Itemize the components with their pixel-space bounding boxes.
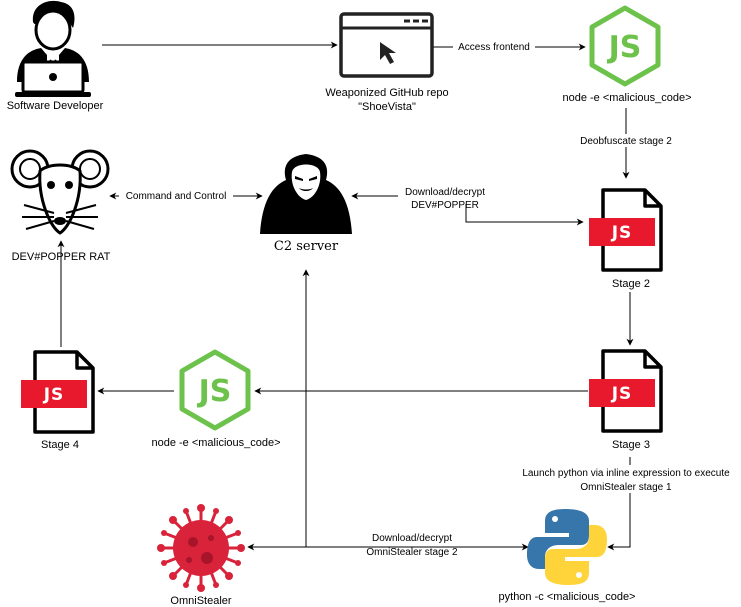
svg-text:JS: JS xyxy=(607,30,642,65)
repo-label-line1: Weaponized GitHub repo xyxy=(325,87,448,99)
rat-icon xyxy=(10,149,110,235)
developer-icon xyxy=(15,0,91,97)
c2-label: C2 server xyxy=(274,239,339,254)
js-file-icon-stage4: JS xyxy=(21,350,95,434)
edge-label-download-omni-2: OmniStealer stage 2 xyxy=(366,547,458,558)
svg-text:JS: JS xyxy=(611,223,633,243)
edge-label-download-popper-1: Download/decrypt xyxy=(405,187,485,198)
stage4-label: Stage 4 xyxy=(41,439,79,451)
js-file-icon-stage3: JS xyxy=(589,349,663,433)
browser-window-icon xyxy=(339,12,434,78)
nodejs-icon-top: JS xyxy=(592,8,658,84)
edge-label-cnc: Command and Control xyxy=(126,191,227,202)
node-mid-label: node -e <malicious_code> xyxy=(151,437,280,449)
edge-label-download-popper-2: DEV#POPPER xyxy=(411,200,479,211)
repo-label-line2: "ShoeVista" xyxy=(358,101,416,113)
stage3-label: Stage 3 xyxy=(612,439,650,451)
edge-label-download-omni-1: Download/decrypt xyxy=(372,533,452,544)
svg-text:JS: JS xyxy=(197,374,232,409)
omnistealer-label: OmniStealer xyxy=(170,595,231,607)
node-top-label: node -e <malicious_code> xyxy=(562,92,691,104)
virus-icon xyxy=(157,504,245,592)
hacker-icon xyxy=(260,154,352,234)
developer-label: Software Developer xyxy=(7,100,104,112)
python-label: python -c <malicious_code> xyxy=(499,591,636,603)
edge-label-launch-python-2: OmniStealer stage 1 xyxy=(580,482,672,493)
nodejs-icon-mid: JS xyxy=(182,352,248,428)
svg-text:JS: JS xyxy=(611,384,633,404)
stage2-label: Stage 2 xyxy=(612,278,650,290)
edge-c2-to-stage2 xyxy=(465,204,584,226)
rat-label: DEV#POPPER RAT xyxy=(12,251,111,263)
edge-label-access-frontend: Access frontend xyxy=(458,42,530,53)
svg-text:JS: JS xyxy=(43,385,65,405)
edge-label-deobfuscate: Deobfuscate stage 2 xyxy=(580,136,672,147)
python-icon xyxy=(527,509,607,585)
js-file-icon-stage2: JS xyxy=(589,188,663,272)
edge-label-launch-python-1: Launch python via inline expression to e… xyxy=(522,468,730,479)
